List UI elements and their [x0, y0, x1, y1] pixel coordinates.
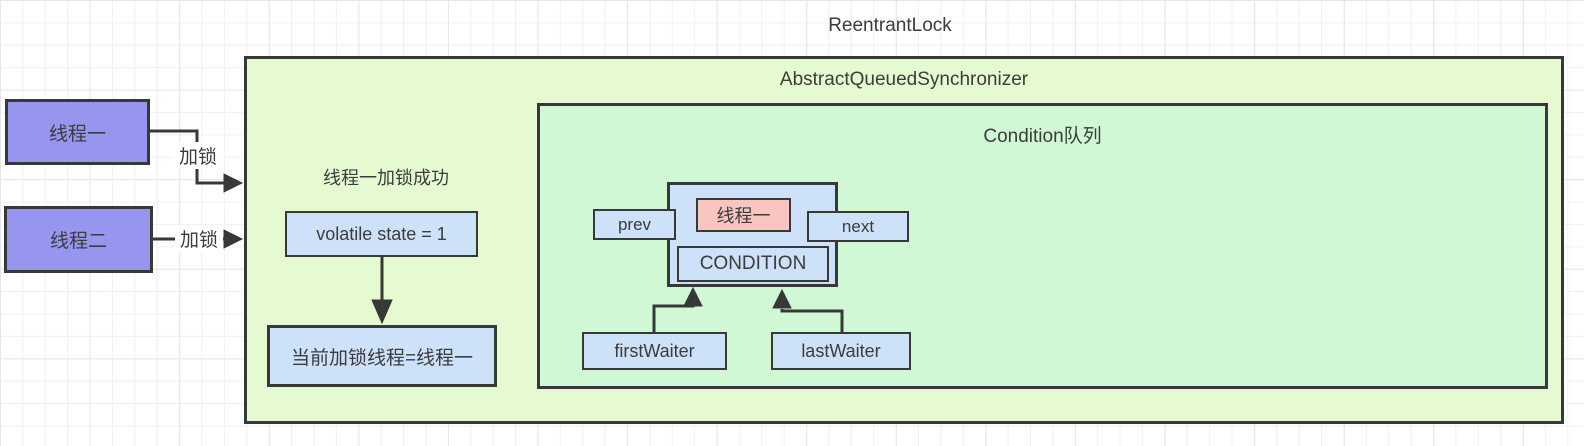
current-lock-owner-box: 当前加锁线程=线程一	[267, 325, 497, 387]
thread2-box: 线程二	[4, 206, 153, 273]
diagram-title: ReentrantLock	[828, 15, 952, 36]
condition-queue-label: Condition队列	[983, 126, 1102, 147]
waiter-node-next-box: next	[807, 211, 909, 242]
arrow-thread2-lock-head	[223, 229, 244, 249]
waiter-node-thread-box: 线程一	[696, 198, 791, 232]
last-waiter-box: lastWaiter	[771, 332, 911, 370]
waiter-node-prev-box: prev	[593, 209, 676, 240]
lock-edge-label-thread1: 加锁	[173, 142, 223, 169]
arrow-firstwaiter-to-node-line	[652, 304, 695, 332]
arrow-state-to-owner-head	[371, 299, 393, 325]
arrow-lastwaiter-to-node-line	[780, 309, 844, 332]
arrow-firstwaiter-to-node-head	[683, 286, 703, 307]
lock-edge-label-thread2: 加锁	[175, 225, 223, 252]
arrow-lastwaiter-to-node-head	[772, 288, 792, 309]
lock-success-text: 线程一加锁成功	[323, 168, 449, 188]
aqs-container-label: AbstractQueuedSynchronizer	[779, 69, 1029, 90]
arrow-thread1-lock-head	[223, 173, 244, 193]
first-waiter-box: firstWaiter	[582, 332, 727, 370]
waiter-node-condition-box: CONDITION	[677, 246, 829, 282]
thread1-box: 线程一	[5, 99, 150, 165]
volatile-state-box: volatile state = 1	[285, 211, 478, 257]
